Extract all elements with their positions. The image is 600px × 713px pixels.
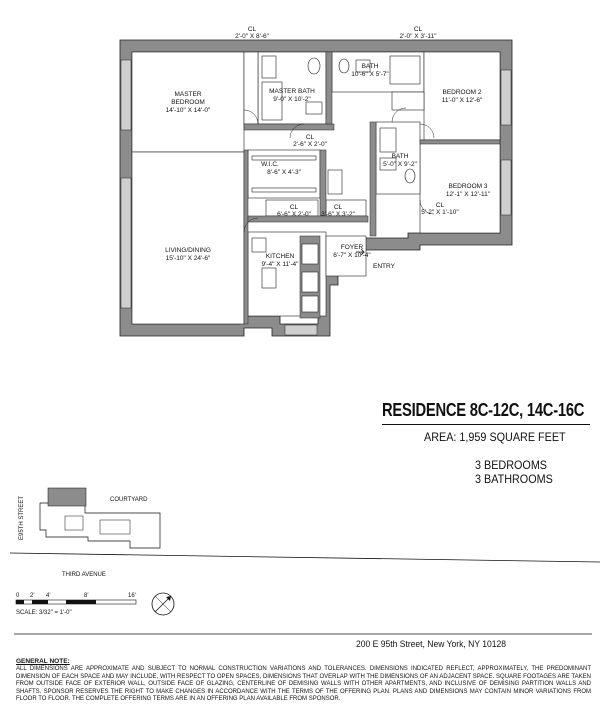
door-swings	[243, 107, 435, 233]
svg-text:8': 8'	[84, 593, 88, 599]
svg-text:KITCHEN: KITCHEN	[266, 253, 295, 260]
svg-text:LIVING/DINING: LIVING/DINING	[165, 247, 211, 254]
svg-text:CL: CL	[306, 134, 315, 141]
scale-bar: 0 2' 4' 8' 16' SCALE: 3/32" = 1'-0"	[15, 593, 137, 616]
svg-text:16': 16'	[128, 593, 136, 599]
svg-text:5'-2" X 1'-10": 5'-2" X 1'-10"	[421, 209, 459, 216]
svg-text:CL: CL	[248, 26, 257, 33]
svg-text:BEDROOM 2: BEDROOM 2	[442, 89, 481, 96]
svg-text:BEDROOM: BEDROOM	[171, 99, 205, 106]
bed-bath-count: 3 BEDROOMS 3 BATHROOMS	[475, 458, 553, 486]
svg-text:9'-4" X 11'-4": 9'-4" X 11'-4"	[262, 261, 300, 268]
svg-text:5'-0" X 9'-2": 5'-0" X 9'-2"	[383, 161, 418, 168]
svg-text:2'-0" X 8'-6": 2'-0" X 8'-6"	[235, 33, 270, 40]
closet-1	[243, 51, 259, 125]
svg-text:CL: CL	[334, 204, 343, 211]
svg-text:BATH: BATH	[392, 153, 409, 160]
svg-text:BEDROOM 3: BEDROOM 3	[448, 183, 487, 190]
fixtures	[251, 55, 421, 313]
key-plan: COURTYARD E95TH STREET THIRD AVENUE	[9, 487, 600, 578]
closet-labels: CL 2'-0" X 8'-6" CL 2'-0" X 3'-11" CL 2'…	[235, 26, 459, 218]
svg-text:2': 2'	[30, 593, 34, 599]
closet-2	[391, 91, 425, 111]
svg-text:6'-6" X 2'-0": 6'-6" X 2'-0"	[277, 211, 312, 218]
svg-text:4': 4'	[46, 593, 50, 599]
svg-text:COURTYARD: COURTYARD	[110, 497, 148, 503]
svg-text:12'-1" X 12'-11": 12'-1" X 12'-11"	[446, 191, 491, 198]
residence-title: RESIDENCE 8C-12C, 14C-16C	[382, 400, 585, 420]
svg-text:9'-0" X 10'-2": 9'-0" X 10'-2"	[273, 96, 311, 103]
north-arrow-icon	[151, 592, 175, 616]
area-text: AREA: 1,959 SQUARE FEET	[424, 430, 566, 444]
svg-text:MASTER BATH: MASTER BATH	[269, 88, 315, 95]
rooms	[131, 51, 501, 325]
bedroom-2	[423, 51, 501, 141]
room-labels: MASTER BEDROOM 14'-10" X 14'-0" MASTER B…	[165, 63, 491, 270]
svg-text:SCALE: 3/32" = 1'-0": SCALE: 3/32" = 1'-0"	[16, 610, 72, 616]
svg-text:6'-7" X 10'-4": 6'-7" X 10'-4"	[333, 252, 371, 259]
svg-text:E95TH STREET: E95TH STREET	[19, 496, 25, 540]
svg-text:THIRD AVENUE: THIRD AVENUE	[62, 572, 106, 578]
bathrooms-text: 3 BATHROOMS	[475, 472, 553, 486]
foyer	[325, 235, 367, 277]
svg-text:10'-6" X 5'-7": 10'-6" X 5'-7"	[351, 71, 389, 78]
svg-text:0: 0	[16, 593, 20, 599]
bedrooms-text: 3 BEDROOMS	[475, 458, 548, 472]
svg-text:CL: CL	[290, 204, 299, 211]
address: 200 E 95th Street, New York, NY 10128	[356, 639, 507, 650]
title-underline	[382, 424, 590, 425]
svg-text:2'-6" X 2'-0": 2'-6" X 2'-0"	[293, 141, 328, 148]
general-note-heading: GENERAL NOTE:	[16, 658, 70, 665]
svg-text:BATH: BATH	[362, 63, 379, 70]
svg-text:15'-10" X 24'-6": 15'-10" X 24'-6"	[166, 255, 211, 262]
windows	[120, 59, 512, 336]
svg-text:CL: CL	[414, 26, 423, 33]
svg-text:11'-0" X 12'-6": 11'-0" X 12'-6"	[442, 97, 483, 104]
svg-text:FOYER: FOYER	[341, 244, 364, 251]
svg-text:MASTER: MASTER	[174, 91, 201, 98]
svg-text:2'-0" X 3'-11": 2'-0" X 3'-11"	[400, 33, 438, 40]
svg-text:3'-6" X 3'-2": 3'-6" X 3'-2"	[321, 211, 356, 218]
svg-text:CL: CL	[436, 202, 445, 209]
svg-text:8'-6" X 4'-3": 8'-6" X 4'-3"	[267, 169, 302, 176]
bedroom-3	[419, 139, 501, 234]
svg-text:14'-10" X 14'-0": 14'-10" X 14'-0"	[166, 107, 211, 114]
svg-text:W.I.C.: W.I.C.	[261, 161, 279, 168]
general-note-body: ALL DIMENSIONS ARE APPROXIMATE AND SUBJE…	[16, 666, 591, 702]
svg-text:ENTRY: ENTRY	[373, 263, 396, 270]
living-dining	[131, 151, 245, 325]
